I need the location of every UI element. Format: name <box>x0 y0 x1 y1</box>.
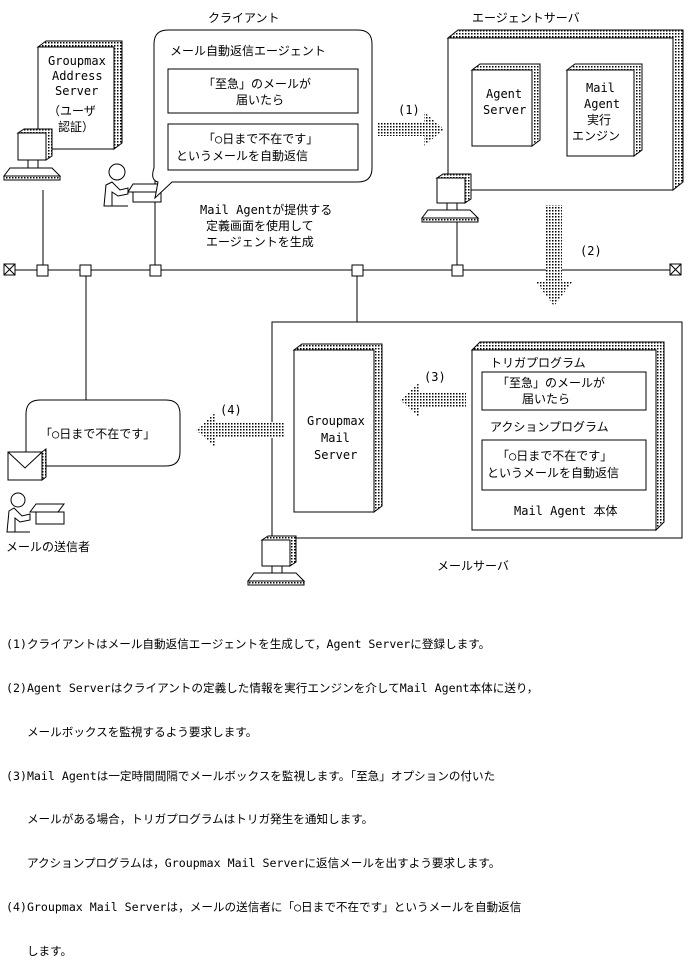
agent-window: メール自動返信エージェント 「至急」のメールが 届いたら 「○日まで不在です」 … <box>152 29 373 200</box>
action-box-line2: というメールを自動返信 <box>487 466 619 480</box>
mail-server-title: メールサーバ <box>437 559 509 573</box>
mail-agent-body: トリガプログラム 「至急」のメールが 届いたら アクションプログラム 「○日まで… <box>470 341 665 532</box>
mail-agent-body-label: Mail Agent 本体 <box>514 504 617 518</box>
action-program-label: アクションプログラム <box>490 420 609 434</box>
trigger-box-line1: 「至急」のメールが <box>497 375 605 390</box>
arrow-step4: (4) <box>196 403 284 448</box>
engine-line2: Agent <box>584 97 620 111</box>
step3-label: (3) <box>424 370 446 384</box>
step1-label: (1) <box>398 103 420 117</box>
agent-server-title: エージェントサーバ <box>472 11 580 25</box>
address-server-line5: 認証） <box>58 119 94 134</box>
mail-server-line3: Server <box>314 448 357 462</box>
client-user-icon <box>103 163 129 207</box>
note-line: します。 <box>6 943 73 958</box>
caption-line3: エージェントを生成 <box>206 235 314 249</box>
mail-server-line1: Groupmax <box>307 414 365 428</box>
note-line: (1)クライアントはメール自動返信エージェントを生成して，Agent Serve… <box>6 637 491 652</box>
agent-server-line2: Server <box>483 103 526 117</box>
arrow-step3: (3) <box>400 370 466 418</box>
pc-mail-server <box>247 535 306 586</box>
note-line: メールボックスを監視するよう要求します。 <box>6 724 258 739</box>
agent-window-title: メール自動返信エージェント <box>170 44 326 58</box>
client-pc <box>127 183 163 203</box>
note-line: (4)Groupmax Mail Serverは，メールの送信者に「○日まで不在… <box>6 899 522 914</box>
address-server-line2: Address <box>52 69 103 83</box>
note-line: (3)Mail Agentは一定時間間隔でメールボックスを監視します。「至急」オ… <box>6 768 496 783</box>
agent-box1-line1: 「至急」のメールが <box>203 76 311 91</box>
agent-server-line1: Agent <box>486 87 522 101</box>
notes: (1)クライアントはメール自動返信エージェントを生成して，Agent Serve… <box>6 608 686 973</box>
note-line: アクションプログラムは，Groupmax Mail Serverに返信メールを出… <box>6 856 501 871</box>
agent-box1-line2: 届いたら <box>236 93 284 107</box>
pc-agent-server <box>421 173 480 223</box>
groupmax-mail-server-box: Groupmax Mail Server <box>292 343 383 513</box>
client-title: クライアント <box>208 11 280 25</box>
reply-bubble: 「○日まで不在です」 <box>25 399 181 467</box>
pc-address-server <box>3 128 62 181</box>
step2-label: (2) <box>580 244 602 258</box>
caption-line2: 定義画面を使用して <box>206 218 314 233</box>
envelope-icon <box>7 448 47 481</box>
sender-user-icon <box>6 492 65 533</box>
system-diagram: クライアント エージェントサーバ Groupmax Address Server… <box>3 11 684 586</box>
address-server-line1: Groupmax <box>48 54 106 68</box>
trigger-box-line2: 届いたら <box>522 392 570 406</box>
engine-line3: 実行 <box>587 112 611 127</box>
address-server-line4: （ユーザ <box>48 104 96 118</box>
note-line: メールがある場合，トリガプログラムはトリガ発生を通知します。 <box>6 812 374 827</box>
agent-box2-line2: というメールを自動返信 <box>176 149 308 163</box>
engine-line4: エンジン <box>572 129 620 143</box>
engine-line1: Mail <box>586 81 615 95</box>
action-box-line1: 「○日まで不在です」 <box>497 449 612 463</box>
sender-label: メールの送信者 <box>6 539 90 554</box>
reply-bubble-text: 「○日まで不在です」 <box>40 427 155 441</box>
step4-label: (4) <box>220 403 242 417</box>
agent-server-box: Agent Server <box>470 63 541 147</box>
mail-agent-engine-box: Mail Agent 実行 エンジン <box>565 63 643 157</box>
address-server-line3: Server <box>55 84 98 98</box>
mail-server-line2: Mail <box>321 431 350 445</box>
arrow-step2: (2) <box>536 205 602 306</box>
trigger-program-label: トリガプログラム <box>490 356 586 370</box>
note-line: (2)Agent Serverはクライアントの定義した情報を実行エンジンを介して… <box>6 680 539 695</box>
caption-line1: Mail Agentが提供する <box>200 202 332 217</box>
arrow-step1: (1) <box>378 103 444 146</box>
agent-box2-line1: 「○日まで不在です」 <box>203 132 318 146</box>
